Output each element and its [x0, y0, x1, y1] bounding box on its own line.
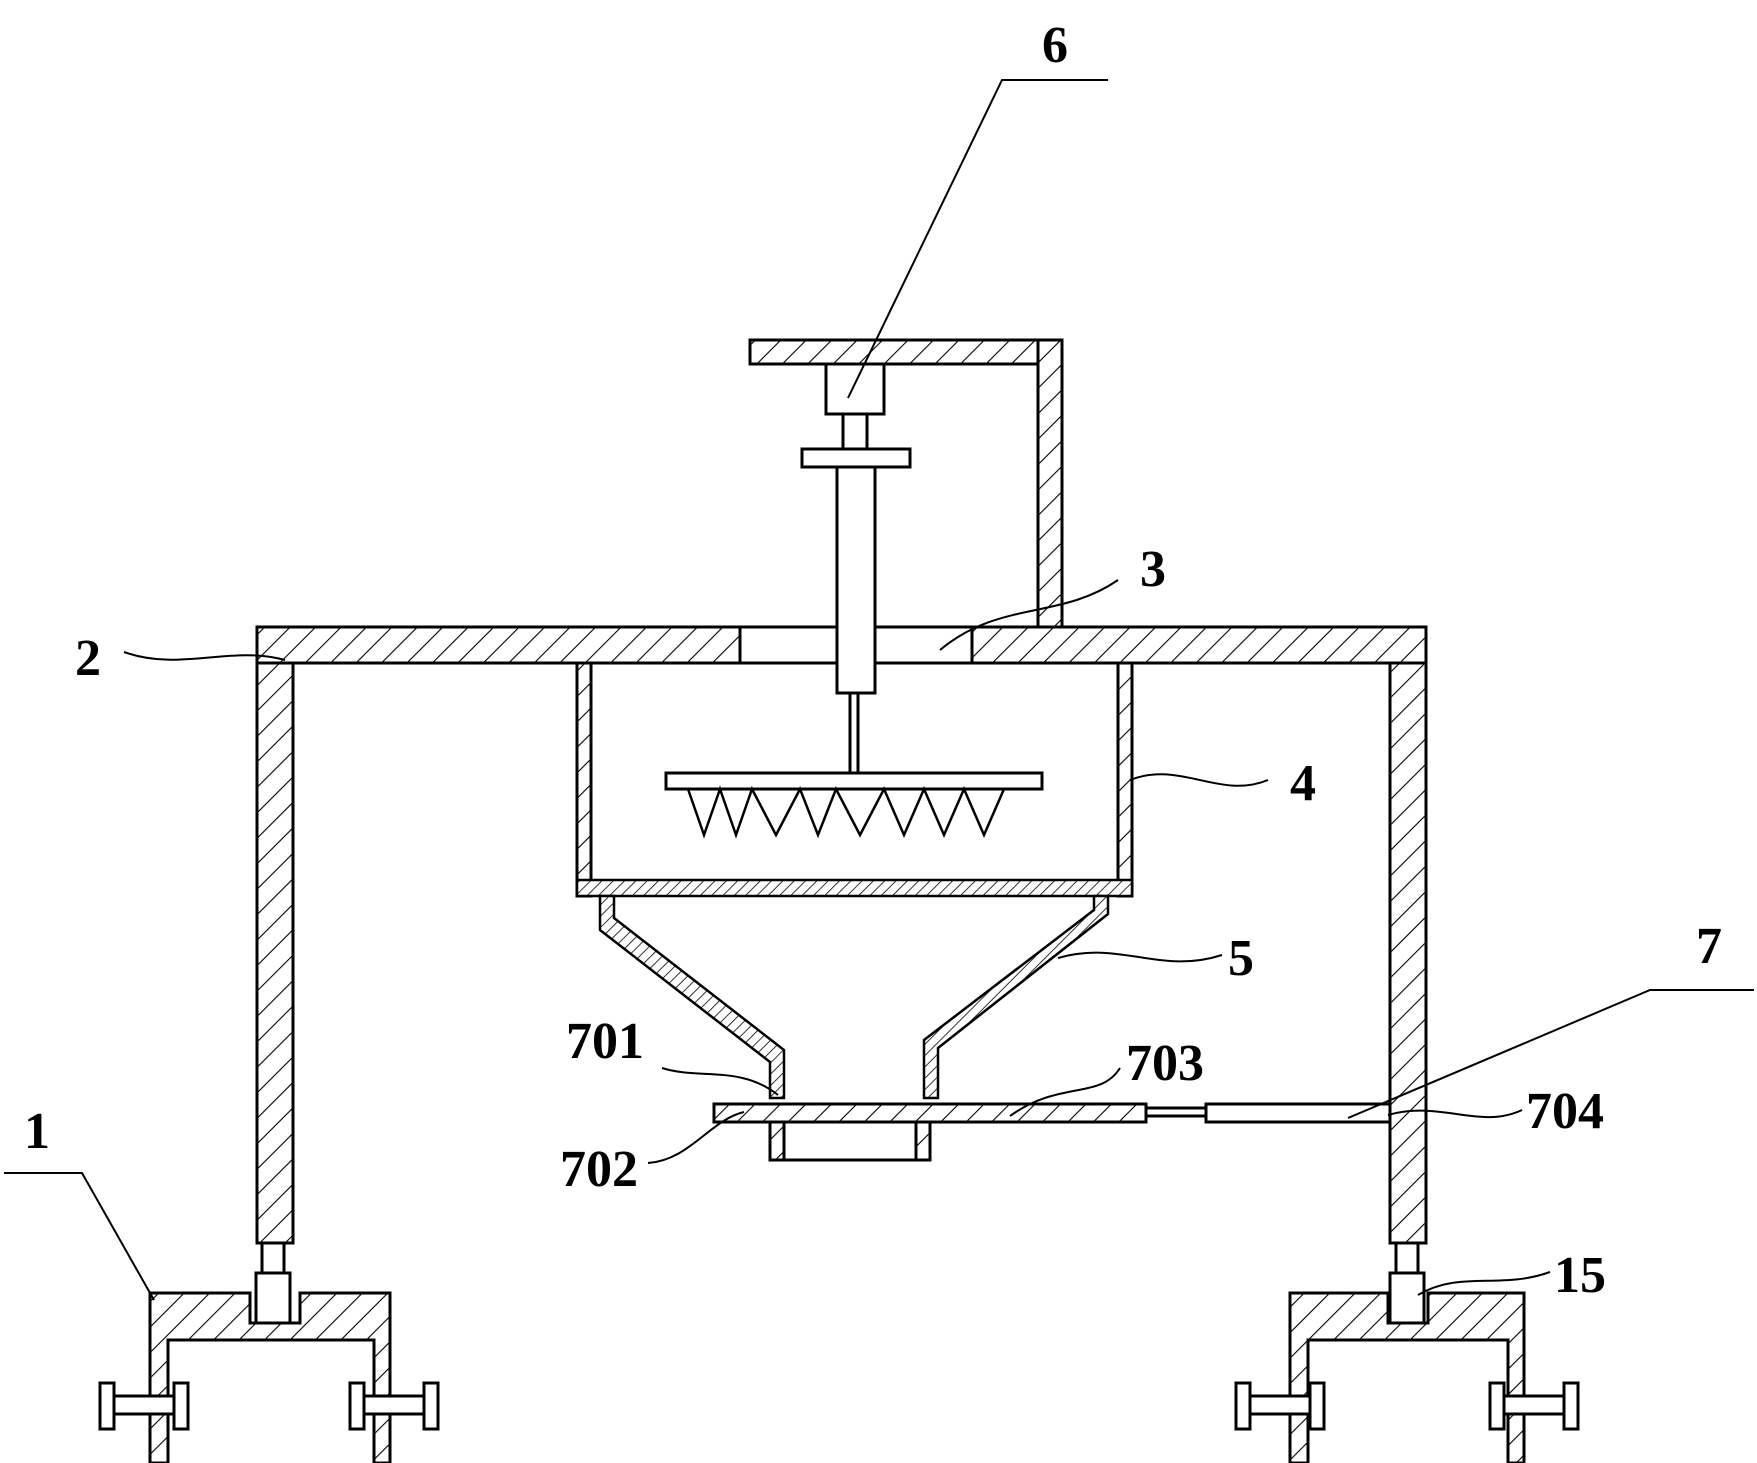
piston-rod	[848, 691, 860, 775]
box-screen-bottom	[575, 878, 1134, 898]
right-foot	[1234, 1241, 1580, 1463]
label-702: 702	[560, 1141, 638, 1198]
slide-plate	[712, 1102, 1148, 1124]
part-labels: 6 3 2 4 5 7 701 703 704 702 1 15	[24, 17, 1722, 1304]
label-703: 703	[1126, 1035, 1204, 1092]
label-6: 6	[1042, 17, 1068, 74]
label-5: 5	[1228, 930, 1254, 987]
motor-bracket	[748, 338, 1064, 629]
label-2: 2	[75, 630, 101, 687]
pressing-plate	[664, 771, 1044, 839]
processing-box	[575, 661, 1134, 898]
label-4: 4	[1290, 755, 1316, 812]
gate-assembly	[712, 1102, 1392, 1162]
motor-head	[824, 362, 886, 416]
label-1: 1	[24, 1103, 50, 1160]
label-704: 704	[1526, 1083, 1604, 1140]
label-701: 701	[566, 1013, 644, 1070]
label-7: 7	[1696, 918, 1722, 975]
cylinder-body	[835, 465, 877, 695]
leader-lines	[4, 79, 1754, 1301]
cylinder-assembly	[800, 362, 912, 775]
actuator-704	[1204, 1102, 1392, 1124]
label-3: 3	[1140, 541, 1166, 598]
label-15: 15	[1554, 1247, 1606, 1304]
outlet-sleeve	[768, 1120, 932, 1162]
funnel	[598, 894, 1110, 1100]
left-foot	[98, 1241, 440, 1463]
